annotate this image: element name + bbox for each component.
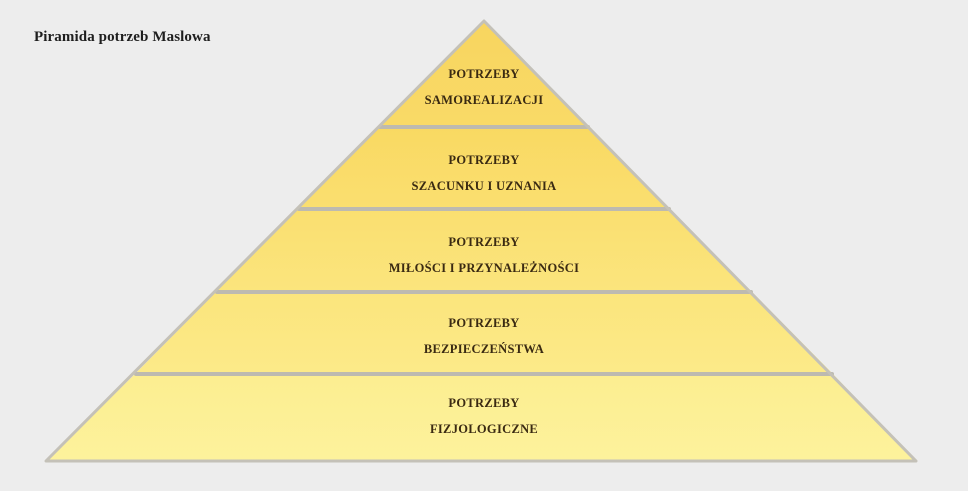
tier-2-shape bbox=[298, 127, 670, 209]
tier-3-line1: POTRZEBY bbox=[448, 235, 520, 249]
tier-2-label: POTRZEBY SZACUNKU I UZNANIA bbox=[0, 147, 968, 199]
tier-4-line1: POTRZEBY bbox=[448, 316, 520, 330]
tier-5-label: POTRZEBY FIZJOLOGICZNE bbox=[0, 390, 968, 442]
tier-1-label: POTRZEBY SAMOREALIZACJI bbox=[0, 61, 968, 113]
tier-1-shape bbox=[379, 21, 589, 127]
tier-4-label: POTRZEBY BEZPIECZEŃSTWA bbox=[0, 310, 968, 362]
diagram-title: Piramida potrzeb Maslowa bbox=[34, 29, 211, 45]
tier-1-line2: SAMOREALIZACJI bbox=[424, 93, 544, 107]
pyramid-outline bbox=[44, 19, 918, 463]
tier-3-shape bbox=[216, 209, 752, 292]
tier-1-line1: POTRZEBY bbox=[448, 67, 520, 81]
tier-4-line2: BEZPIECZEŃSTWA bbox=[423, 342, 545, 356]
tier-3-label: POTRZEBY MIŁOŚCI I PRZYNALEŻNOŚCI bbox=[0, 229, 968, 281]
tier-5-shape bbox=[46, 374, 916, 461]
tier-4-shape bbox=[135, 292, 833, 374]
tier-2-line2: SZACUNKU I UZNANIA bbox=[411, 179, 557, 193]
tier-2-line1: POTRZEBY bbox=[448, 153, 520, 167]
tier-5-line1: POTRZEBY bbox=[448, 396, 520, 410]
tier-5-line2: FIZJOLOGICZNE bbox=[429, 422, 539, 436]
tier-3-line2: MIŁOŚCI I PRZYNALEŻNOŚCI bbox=[388, 261, 580, 275]
